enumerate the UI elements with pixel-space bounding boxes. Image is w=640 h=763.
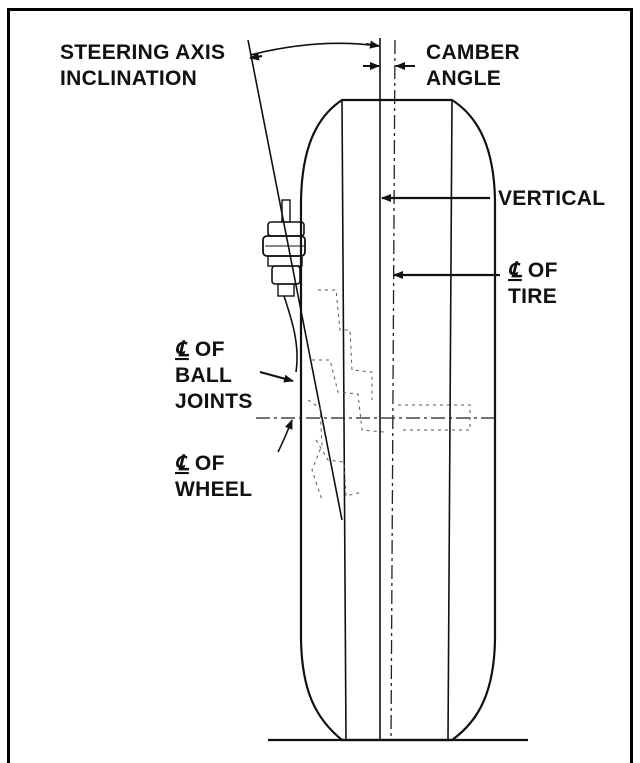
hub-detail (307, 289, 471, 501)
label-ball: BALL (175, 364, 232, 387)
ball-joint-assembly (262, 199, 306, 373)
steering-axis-line (247, 39, 343, 521)
figure-frame (7, 8, 633, 763)
label-joints: JOINTS (175, 390, 253, 413)
label-cl-tire: ℄ OF (508, 259, 558, 282)
label-vertical: VERTICAL (498, 187, 605, 210)
label-steering-axis: STEERING AXIS (60, 41, 225, 64)
wheel-centerline-arrow (277, 419, 293, 453)
label-tire: TIRE (508, 285, 557, 308)
tire-sidewall-left (341, 99, 347, 741)
label-wheel: WHEEL (175, 478, 252, 501)
label-cl-ball: ℄ OF (175, 338, 225, 361)
tire-outline (299, 98, 497, 742)
ball-joint-arrow (259, 371, 294, 383)
label-angle: ANGLE (426, 67, 501, 90)
tire-sidewall-right (447, 99, 453, 741)
label-cl-wheel: ℄ OF (175, 452, 225, 475)
label-camber: CAMBER (426, 41, 520, 64)
tire-centerline (390, 39, 396, 741)
sai-arc (249, 42, 379, 56)
label-inclination: INCLINATION (60, 67, 197, 90)
